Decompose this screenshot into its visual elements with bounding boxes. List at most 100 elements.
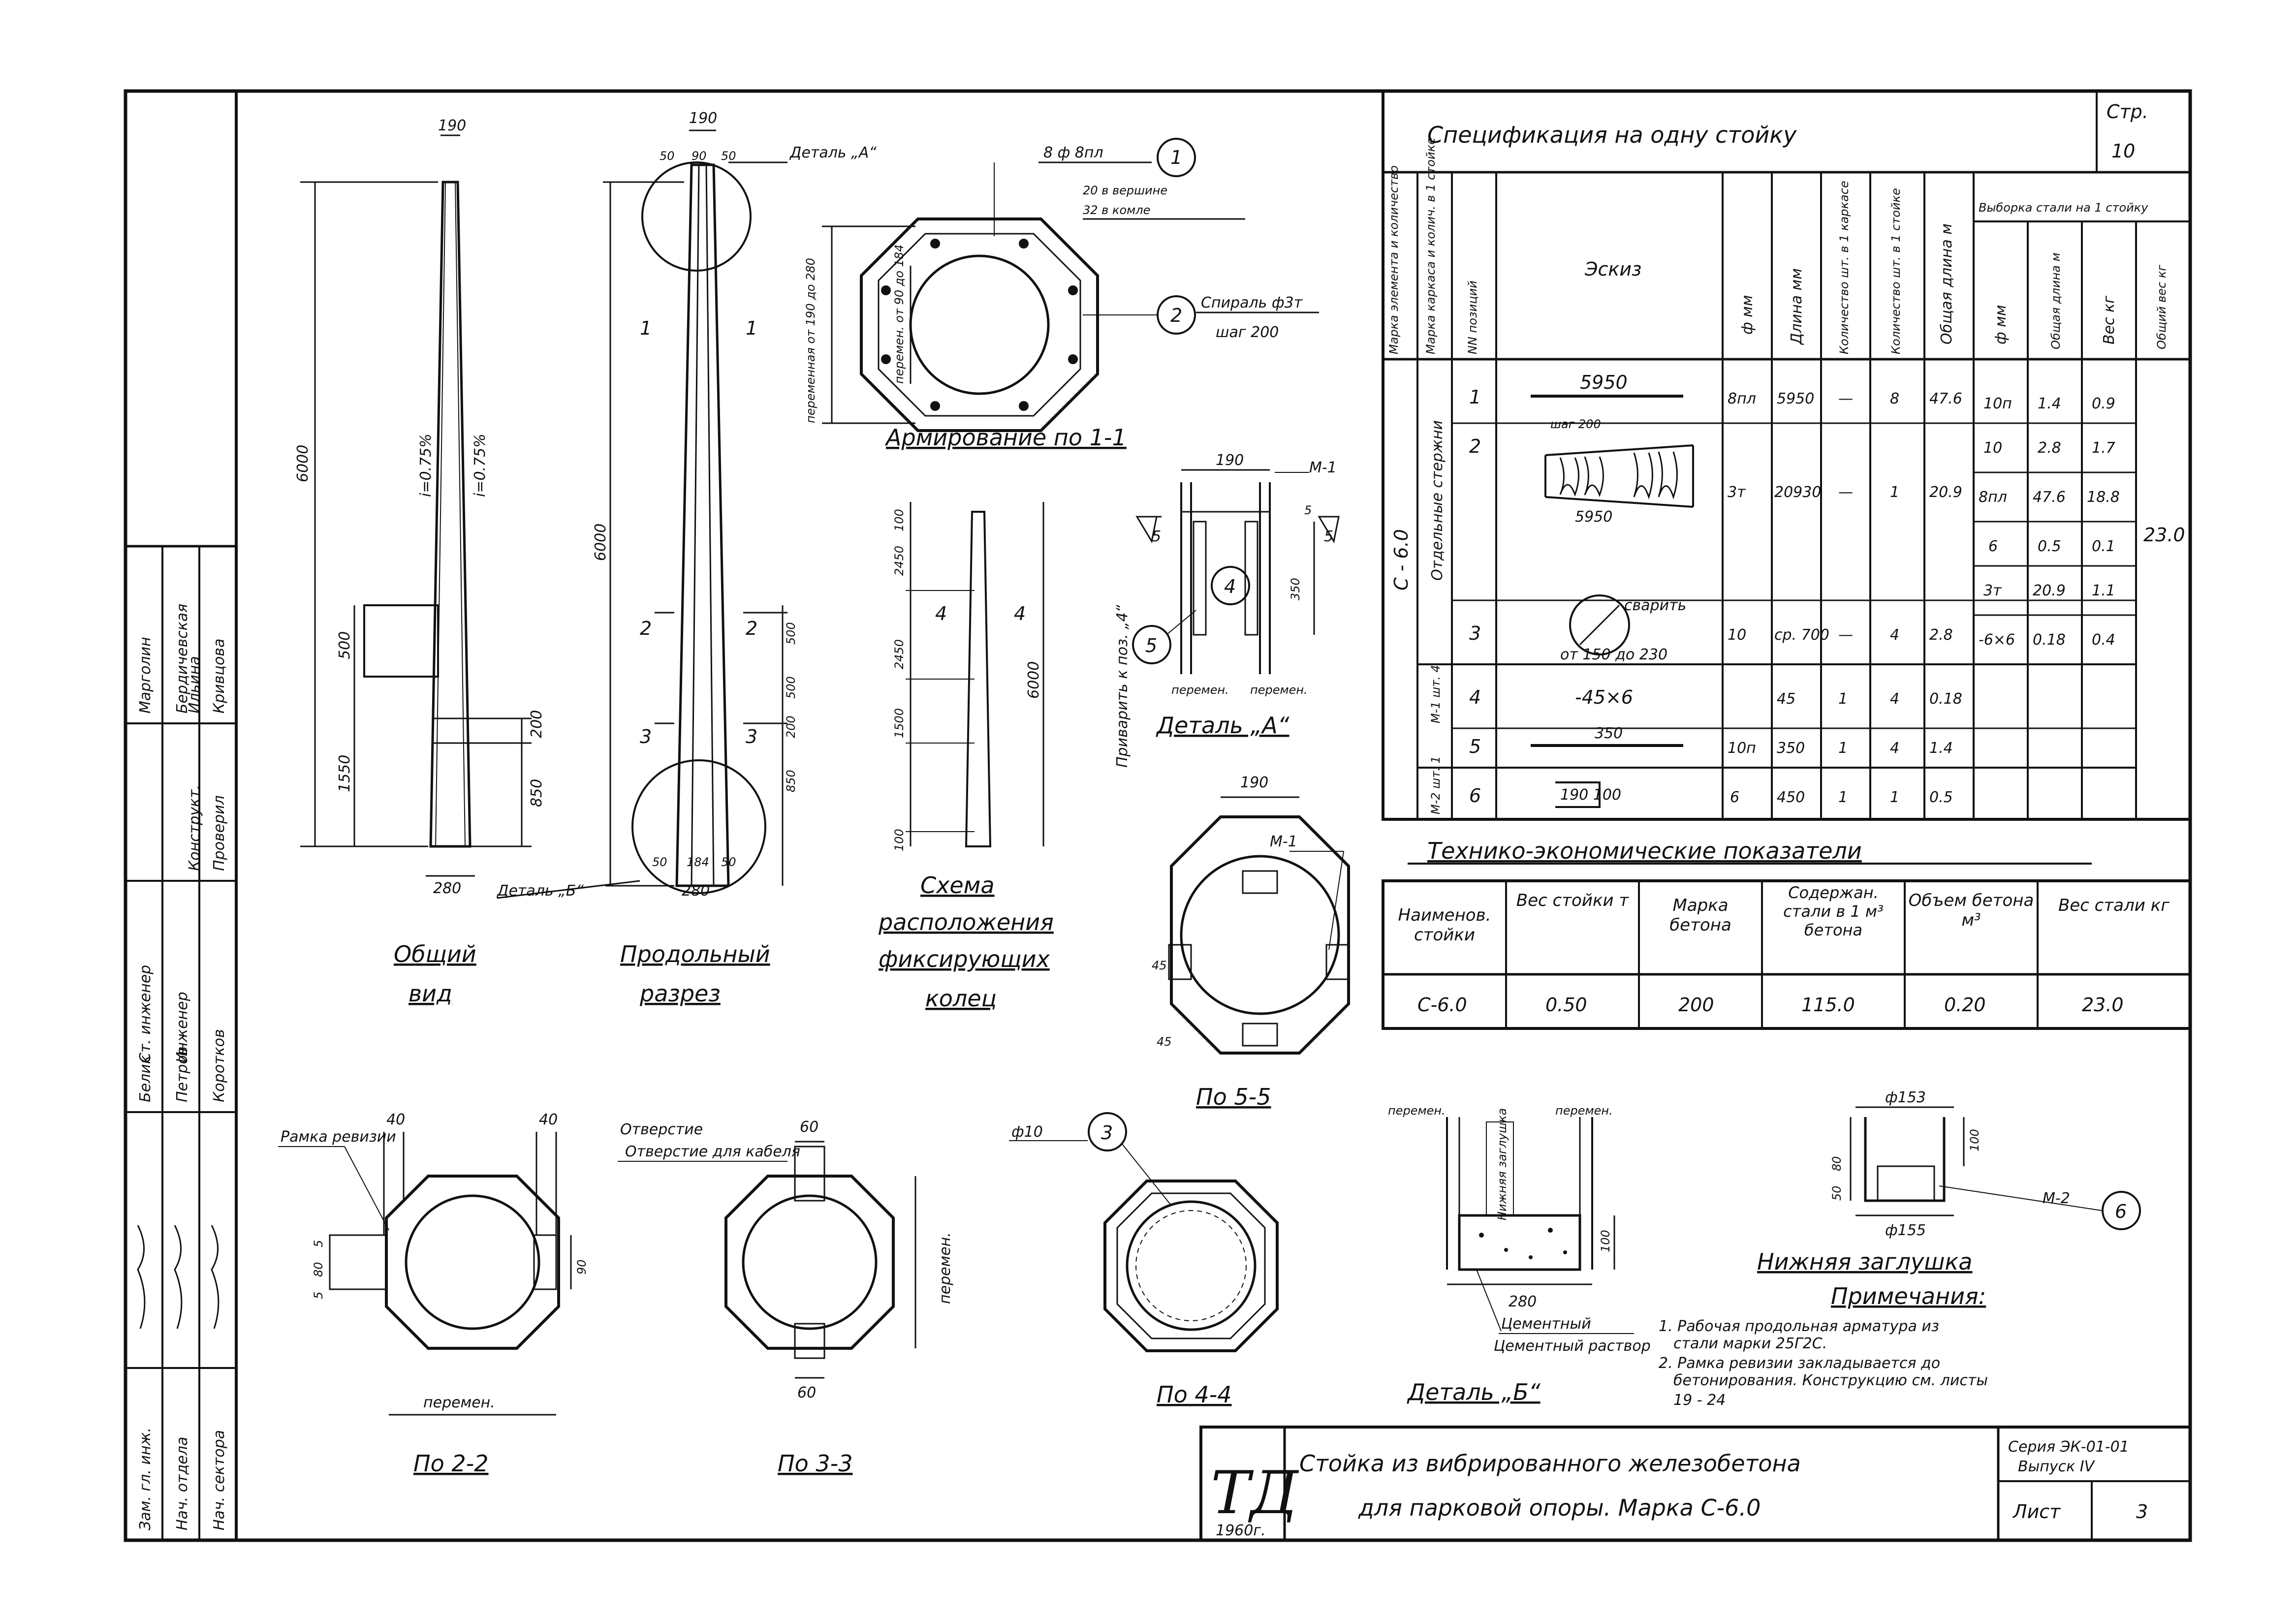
qp-5: 4 — [1890, 740, 1899, 757]
signature-scribble-3 — [211, 1225, 220, 1329]
s-dia-5: 3т — [1983, 582, 2002, 599]
ls-d2: 500 — [784, 676, 798, 699]
ls-top-split-1: 50 — [660, 149, 675, 163]
role-6: Конструкт. — [186, 785, 203, 871]
s-len-1: 1.4 — [2038, 395, 2061, 412]
rings-title-3: фиксирующих — [879, 946, 1050, 972]
stamp-year: 1960г. — [1216, 1522, 1266, 1539]
ls-bot-split-2: 184 — [687, 855, 709, 869]
len-5: 350 — [1777, 740, 1805, 757]
callout-3 — [1088, 1112, 1127, 1151]
s-wt-5: 1.1 — [2092, 582, 2115, 599]
rings-d1: 2450 — [892, 546, 906, 576]
deta-h: 350 — [1289, 578, 1302, 600]
notes-title: Примечания: — [1831, 1283, 1986, 1309]
tep-hdr-1: Вес стойки т — [1516, 891, 1629, 910]
armir-spiral: Спираль ф3т — [1201, 294, 1303, 311]
note-2c: 19 - 24 — [1673, 1392, 1726, 1409]
rings-title-4: колец — [925, 985, 997, 1012]
long-section: 190 50 90 50 Деталь „А“ 6000 1 1 2 2 3 3… — [496, 110, 877, 1007]
s-wt-1: 0.9 — [2092, 395, 2115, 412]
s33-a: 60 — [800, 1119, 818, 1136]
pos-5: 5 — [1469, 736, 1481, 757]
callout-6 — [2102, 1191, 2141, 1230]
armir-rods: 8 ф 8пл — [1043, 144, 1103, 161]
role-7: Проверил — [211, 795, 228, 871]
ls-bottom: 280 — [682, 882, 710, 900]
dia-1: 8пл — [1728, 390, 1756, 407]
s33-h: перемен. — [937, 1232, 954, 1304]
hdr-len: Длина мм — [1788, 268, 1805, 345]
s-wt-4: 0.1 — [2092, 538, 2115, 555]
tl-2: 20.9 — [1929, 484, 1962, 501]
tep-val-2: 200 — [1678, 994, 1714, 1016]
s55-title: По 5-5 — [1196, 1084, 1271, 1110]
ls-mark-3b: 3 — [746, 726, 757, 747]
stamp-title-1: Стойка из вибрированного железобетона — [1299, 1450, 1801, 1477]
s-wt-3: 18.8 — [2087, 489, 2120, 506]
tep-hdr-4: Объем бетона м³ — [1908, 891, 2034, 930]
s22-title: По 2-2 — [413, 1450, 489, 1477]
role-4: Ст. инженер — [137, 965, 154, 1063]
tl-6: 0.5 — [1929, 789, 1953, 806]
callout-2-num: 2 — [1170, 305, 1182, 326]
s22-h: 90 — [575, 1259, 589, 1274]
pos-2: 2 — [1469, 435, 1481, 457]
tep-hdr-0: Наименов. стойки — [1398, 905, 1491, 945]
qc-6: 1 — [1838, 789, 1848, 806]
s-wt-6: 0.4 — [2092, 631, 2115, 649]
rings-title-2: расположения — [878, 909, 1054, 935]
plug-d2: ф155 — [1885, 1222, 1926, 1239]
spec-table: Спецификация на одну стойку Стр. 10 Марк… — [1382, 90, 2192, 821]
sketch-2-len: 5950 — [1575, 508, 1612, 526]
rings-view: 2450 2450 1500 100 100 6000 4 4 Схема ра… — [878, 502, 1054, 1012]
hdr-s-dia: ф мм — [1992, 305, 2010, 344]
name-4: Марголин — [137, 637, 154, 714]
s-dia-2: 10 — [1983, 439, 2002, 457]
detb-var-1: перемен. — [1388, 1104, 1446, 1118]
hdr-s-wt: Вес кг — [2101, 296, 2118, 344]
s55-b: 45 — [1157, 1035, 1172, 1049]
note-2b: бетонирования. Конструкцию см. листы — [1673, 1372, 1988, 1389]
section-5-5: 190 М-1 45 45 По 5-5 — [1152, 774, 1350, 1110]
s33-b: 60 — [797, 1384, 816, 1401]
callout-4 — [1211, 566, 1250, 605]
s-dia-6: -6×6 — [1979, 631, 2015, 649]
pos-3: 3 — [1469, 622, 1481, 644]
s-len-3: 47.6 — [2033, 489, 2066, 506]
rings-h: 6000 — [1025, 661, 1042, 699]
callout-1 — [1157, 138, 1196, 177]
callout-5 — [1132, 625, 1171, 664]
stamp-sheet-no: 3 — [2136, 1501, 2148, 1523]
gv-title-2: вид — [409, 980, 452, 1007]
spec-page-label: Стр. — [2107, 101, 2148, 123]
callout-3-num: 3 — [1101, 1122, 1113, 1144]
tep-val-3: 115.0 — [1801, 994, 1855, 1016]
plug-d1: ф153 — [1885, 1089, 1926, 1106]
tep-hdr-3: Содержан. стали в 1 м³ бетона — [1783, 883, 1884, 939]
hdr-cage: Марка каркаса и колич. в 1 стойке — [1424, 137, 1438, 354]
signature-scribble-2 — [174, 1225, 183, 1329]
gv-h2: 1550 — [336, 755, 353, 792]
ls-top: 190 — [689, 110, 717, 127]
hdr-s-total: Общий вес кг — [2155, 265, 2169, 349]
len-6: 450 — [1777, 789, 1805, 806]
qc-1: — — [1838, 390, 1853, 407]
hdr-qty-cage: Количество шт. в 1 каркасе — [1837, 181, 1851, 354]
qp-1: 8 — [1890, 390, 1899, 407]
ls-d1: 500 — [784, 622, 798, 645]
s22-hatch: Рамка ревизии — [281, 1128, 396, 1146]
qp-6: 1 — [1890, 789, 1899, 806]
stamp-series: Серия ЭК-01-01 — [2008, 1438, 2129, 1456]
callout-4-num: 4 — [1224, 576, 1236, 597]
name-2: Петров — [174, 1046, 191, 1102]
title-stamp: ТД 1960г. Стойка из вибрированного желез… — [1199, 1426, 2192, 1542]
len-2: 20930 — [1774, 484, 1821, 501]
rings-d2: 2450 — [892, 639, 906, 669]
ls-d3: 850 — [784, 770, 798, 792]
gv-height: 6000 — [294, 445, 312, 482]
deta-title: Деталь „А“ — [1156, 712, 1290, 739]
qc-3: — — [1838, 626, 1853, 644]
dia-4: 45 — [1777, 690, 1795, 708]
